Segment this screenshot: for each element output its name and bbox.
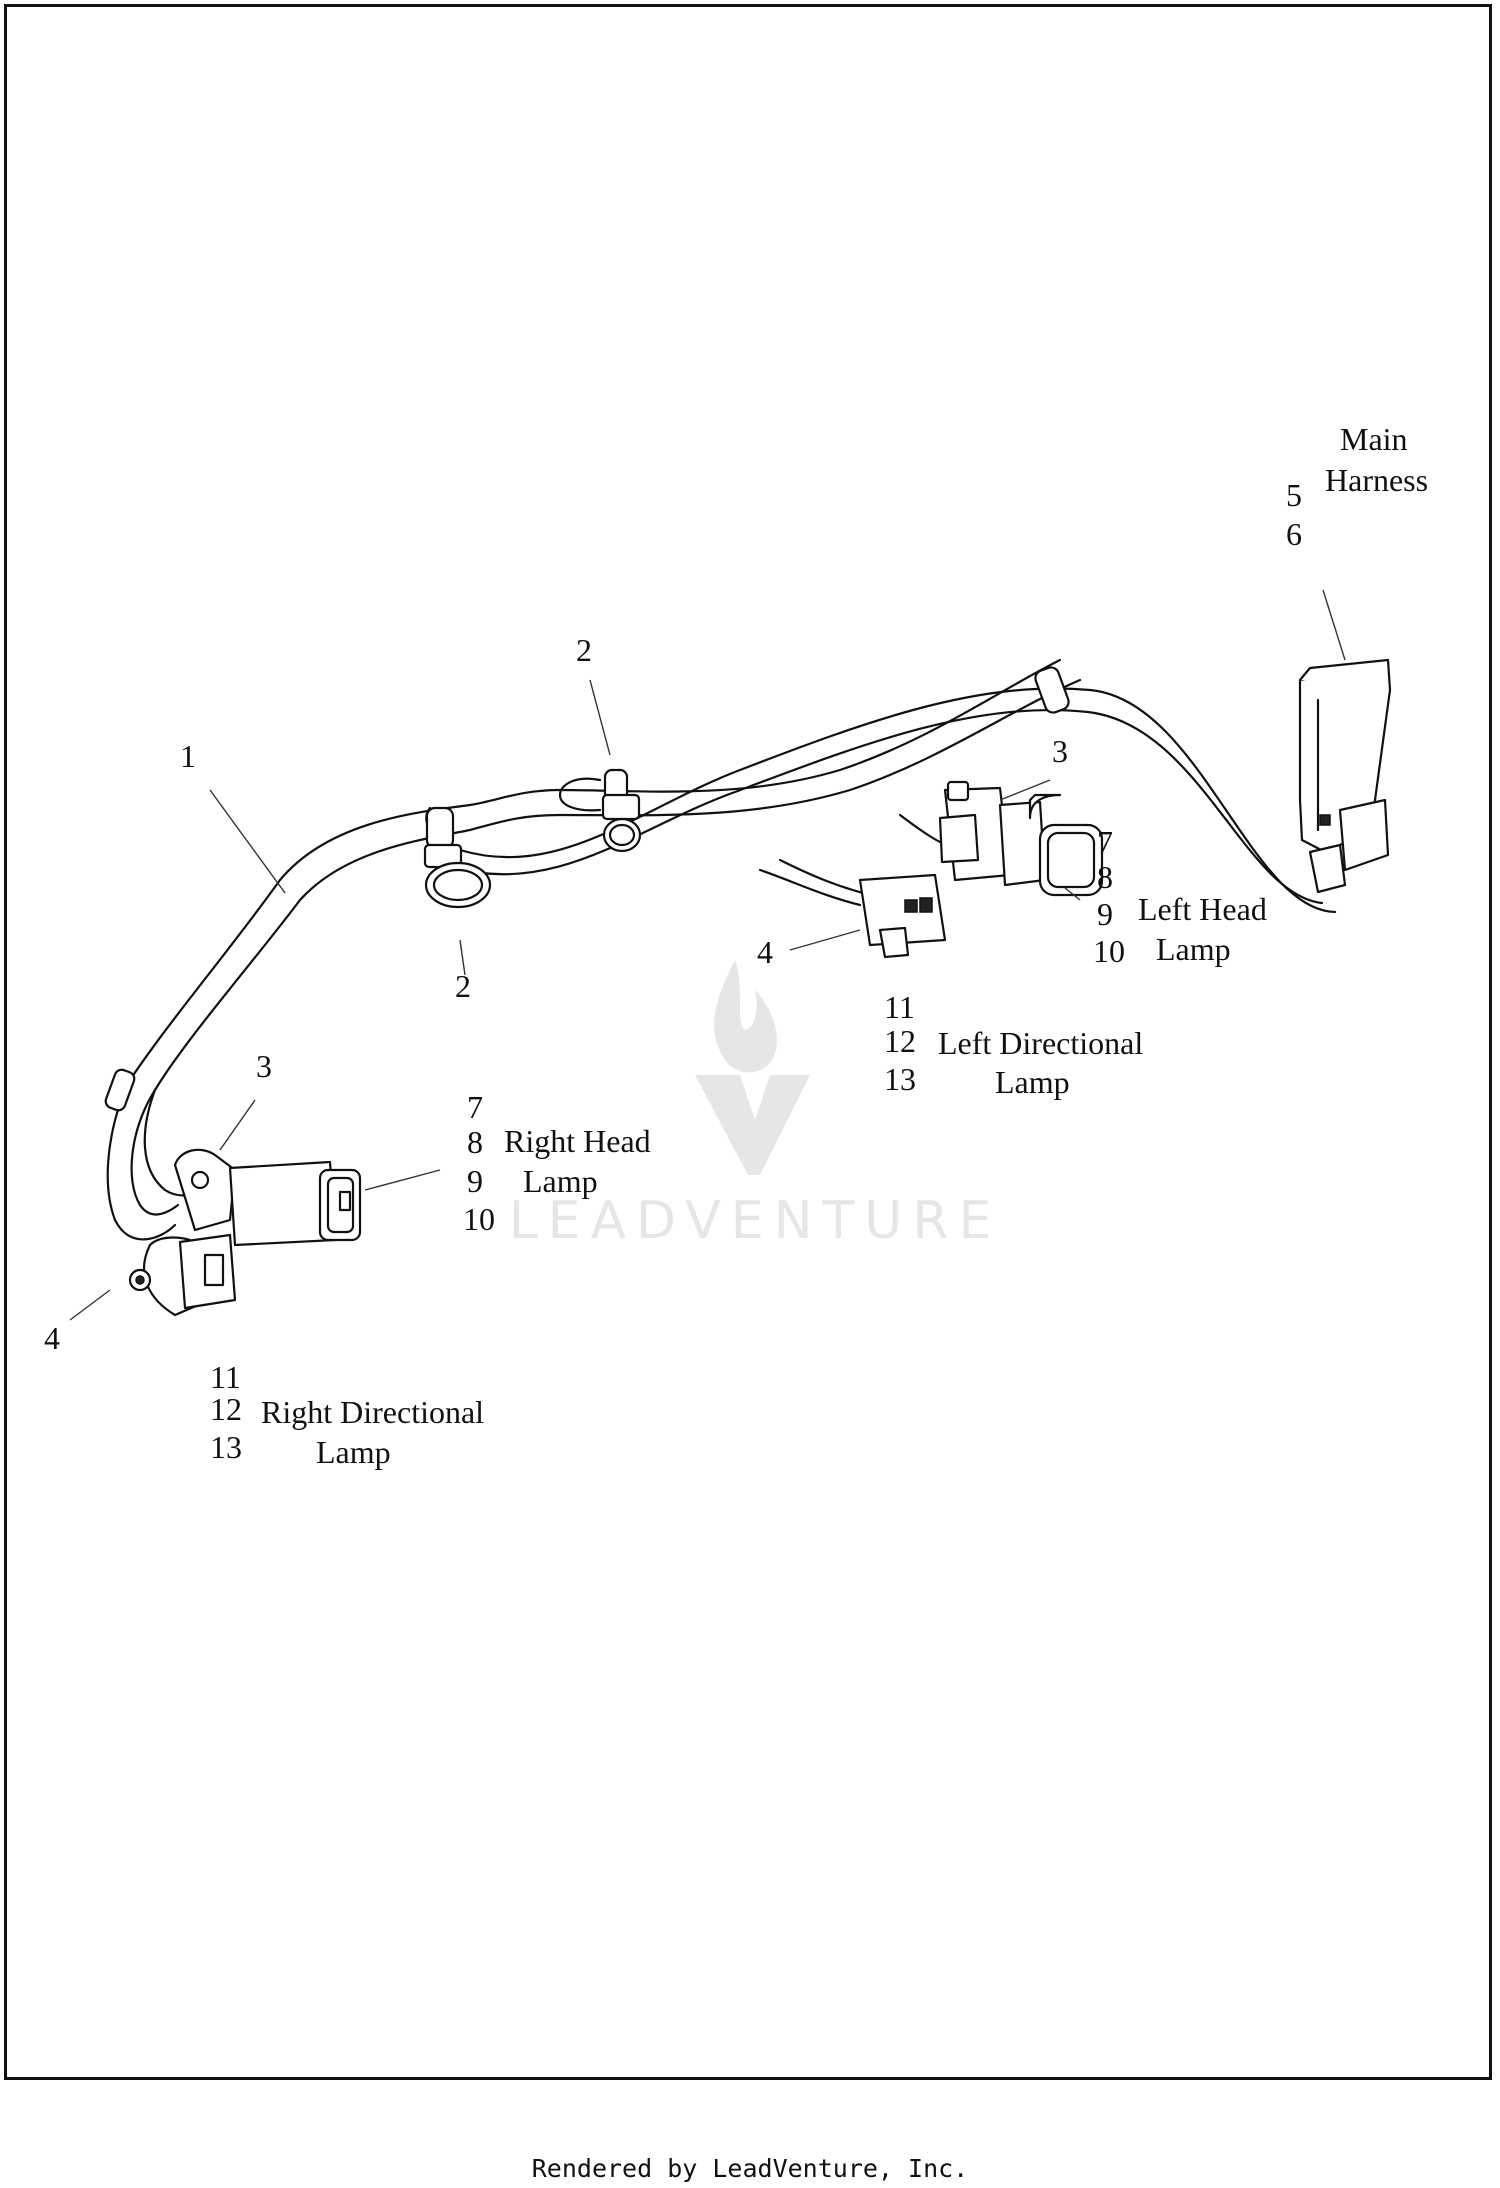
main-harness-title-line-2: Harness xyxy=(1325,462,1428,498)
left-head-number-8: 8 xyxy=(1097,859,1113,895)
callout-3-right: 3 xyxy=(1052,733,1068,769)
left-directional-number-13: 13 xyxy=(884,1061,916,1097)
right-head-lamp-connector xyxy=(173,1148,362,1247)
callout-right-head-lamp: 7 8 9 10 Right Head Lamp xyxy=(463,1089,651,1237)
callout-4-left: 4 xyxy=(44,1320,60,1356)
right-directional-lamp-connector xyxy=(128,1233,237,1317)
left-directional-title-line-1: Left Directional xyxy=(938,1025,1143,1061)
right-directional-number-12: 12 xyxy=(210,1391,242,1427)
main-harness-number-6: 6 xyxy=(1286,516,1302,552)
callout-4-right: 4 xyxy=(757,934,773,970)
left-directional-number-12: 12 xyxy=(884,1023,916,1059)
main-harness-connector xyxy=(1298,658,1392,894)
callout-left-directional-lamp: 11 12 13 Left Directional Lamp xyxy=(884,989,1143,1100)
watermark-logo-icon xyxy=(695,960,810,1175)
left-head-title-line-1: Left Head xyxy=(1138,891,1267,927)
right-head-number-8: 8 xyxy=(467,1124,483,1160)
right-head-number-10: 10 xyxy=(463,1201,495,1237)
footer-credit: Rendered by LeadVenture, Inc. xyxy=(531,2154,969,2183)
right-directional-title-line-2: Lamp xyxy=(316,1434,391,1470)
left-head-number-10: 10 xyxy=(1093,933,1125,969)
left-head-number-7: 7 xyxy=(1097,824,1113,860)
right-head-number-9: 9 xyxy=(467,1163,483,1199)
harness-wires xyxy=(106,658,1337,1241)
callout-main-harness: Main Harness 5 6 xyxy=(1286,421,1428,552)
leader-lines xyxy=(69,589,1346,1321)
callout-2-top: 2 xyxy=(576,632,592,668)
diagram-frame xyxy=(4,4,1492,2080)
left-head-number-9: 9 xyxy=(1097,896,1113,932)
callout-right-directional-lamp: 11 12 13 Right Directional Lamp xyxy=(210,1359,484,1470)
right-directional-number-13: 13 xyxy=(210,1429,242,1465)
main-harness-number-5: 5 xyxy=(1286,477,1302,513)
right-directional-number-11: 11 xyxy=(210,1359,241,1395)
watermark: LEADVENTURE xyxy=(509,960,1002,1251)
left-directional-lamp-connector xyxy=(858,873,947,959)
main-harness-title-line-1: Main xyxy=(1340,421,1408,457)
left-head-title-line-2: Lamp xyxy=(1156,931,1231,967)
callout-left-head-lamp: 7 8 9 10 Left Head Lamp xyxy=(1093,824,1267,969)
watermark-text: LEADVENTURE xyxy=(509,1191,1002,1251)
left-head-lamp-connector xyxy=(938,780,1104,897)
callout-2-bottom: 2 xyxy=(455,968,471,1004)
right-head-title-line-2: Lamp xyxy=(523,1163,598,1199)
right-directional-title-line-1: Right Directional xyxy=(261,1394,484,1430)
cable-clip-top xyxy=(601,793,642,853)
cable-clip-bottom xyxy=(423,843,492,909)
left-directional-number-11: 11 xyxy=(884,989,915,1025)
right-head-number-7: 7 xyxy=(467,1089,483,1125)
right-head-title-line-1: Right Head xyxy=(504,1123,651,1159)
callout-1: 1 xyxy=(180,738,196,774)
callout-3-left: 3 xyxy=(256,1048,272,1084)
left-directional-title-line-2: Lamp xyxy=(995,1064,1070,1100)
